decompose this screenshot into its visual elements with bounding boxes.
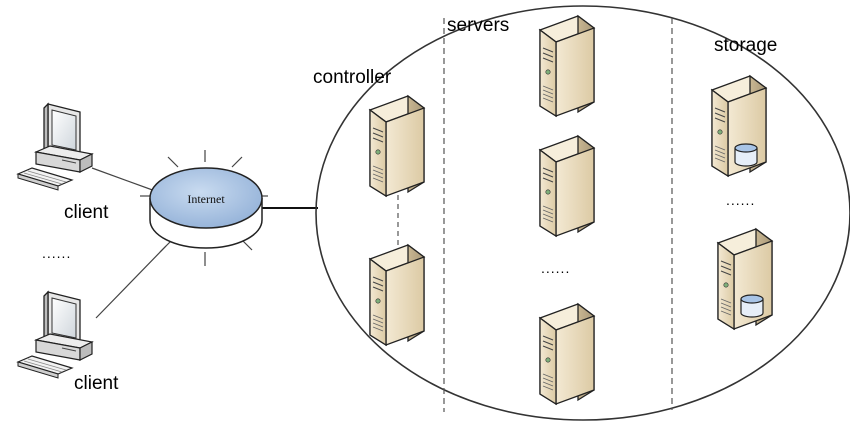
datacenter-boundary (315, 5, 850, 421)
controller-primary-server-icon (369, 95, 425, 197)
controller-label: controller (313, 67, 392, 88)
servers-label: servers (447, 15, 509, 36)
internet-label: Internet (187, 192, 225, 206)
client-top-label: client (64, 202, 109, 223)
server-1-icon (539, 15, 595, 117)
storage-1-icon (711, 75, 767, 177)
link-client-bottom-internet (95, 245, 167, 319)
storage-ellipsis: ...... (726, 192, 755, 208)
servers-ellipsis: ...... (541, 260, 570, 276)
server-3-icon (539, 303, 595, 405)
internet-cloud-icon: Internet (140, 150, 268, 266)
client-bottom-label: client (74, 373, 119, 394)
server-2-icon (539, 135, 595, 237)
link-client-top-internet (91, 167, 159, 193)
client-top-desktop-icon (17, 103, 93, 191)
client-bottom-desktop-icon (17, 291, 93, 379)
storage-2-icon (717, 228, 773, 330)
controller-backup-server-icon (369, 244, 425, 346)
storage-label: storage (714, 35, 777, 56)
client-ellipsis: ...... (42, 245, 71, 261)
